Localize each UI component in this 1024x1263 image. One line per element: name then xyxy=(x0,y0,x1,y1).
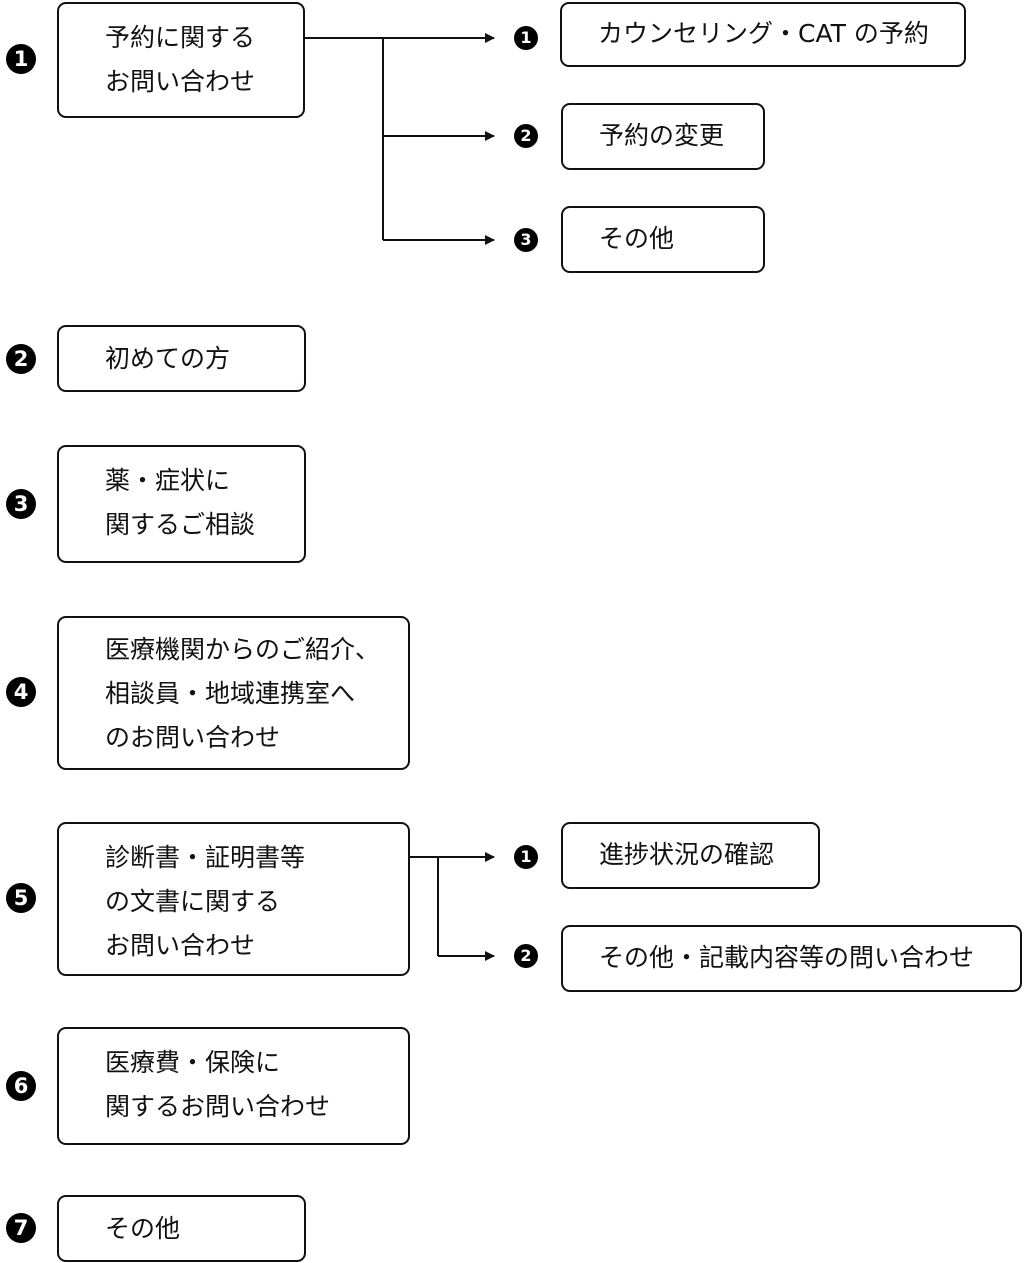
sub-number-badge: 3 xyxy=(514,228,538,252)
sub-box-other[interactable]: その他 xyxy=(561,206,765,273)
sub-number-badge: 1 xyxy=(514,26,538,50)
category-box-reservation[interactable]: 予約に関する お問い合わせ xyxy=(57,2,305,118)
box-label-line: 予約に関する xyxy=(105,23,256,52)
number-badge: 3 xyxy=(6,489,36,519)
number-badge: 7 xyxy=(6,1213,36,1243)
box-label-line: 医療費・保険に xyxy=(105,1048,281,1077)
category-box-documents[interactable]: 診断書・証明書等 の文書に関する お問い合わせ xyxy=(57,822,410,976)
sub-box-label: その他・記載内容等の問い合わせ xyxy=(599,943,975,972)
category-box-referral[interactable]: 医療機関からのご紹介、 相談員・地域連携室へ のお問い合わせ xyxy=(57,616,410,770)
sub-number-badge: 2 xyxy=(514,944,538,968)
box-label-line: 関するお問い合わせ xyxy=(105,1092,331,1121)
sub-box-counseling-cat[interactable]: カウンセリング・CAT の予約 xyxy=(560,2,966,67)
number-badge: 5 xyxy=(6,883,36,913)
sub-box-label: カウンセリング・CAT の予約 xyxy=(598,19,929,48)
number-badge: 2 xyxy=(6,344,36,374)
category-box-medical-fees[interactable]: 医療費・保険に 関するお問い合わせ xyxy=(57,1027,410,1145)
box-label-line: 相談員・地域連携室へ xyxy=(105,679,356,708)
sub-box-other-content[interactable]: その他・記載内容等の問い合わせ xyxy=(561,925,1022,992)
box-label-line: 薬・症状に xyxy=(105,466,231,495)
sub-box-label: 進捗状況の確認 xyxy=(599,840,775,869)
sub-box-label: その他 xyxy=(599,224,675,253)
box-label-line: の文書に関する xyxy=(105,887,281,916)
number-badge: 4 xyxy=(6,677,36,707)
number-badge: 1 xyxy=(6,44,36,74)
category-box-first-visit[interactable]: 初めての方 xyxy=(57,325,306,392)
sub-box-label: 予約の変更 xyxy=(599,121,725,150)
box-label-line: お問い合わせ xyxy=(105,931,256,960)
sub-box-progress-check[interactable]: 進捗状況の確認 xyxy=(561,822,820,889)
box-label-line: のお問い合わせ xyxy=(105,723,281,752)
box-label-line: その他 xyxy=(105,1214,181,1243)
box-label-line: 診断書・証明書等 xyxy=(105,843,306,872)
sub-number-badge: 2 xyxy=(514,124,538,148)
box-label-line: 医療機関からのご紹介、 xyxy=(105,635,381,664)
category-box-medication-symptoms[interactable]: 薬・症状に 関するご相談 xyxy=(57,445,306,563)
category-box-other[interactable]: その他 xyxy=(57,1195,306,1262)
box-label-line: お問い合わせ xyxy=(105,67,256,96)
box-label-line: 関するご相談 xyxy=(105,510,256,539)
sub-number-badge: 1 xyxy=(514,845,538,869)
sub-box-change-reservation[interactable]: 予約の変更 xyxy=(561,103,765,170)
number-badge: 6 xyxy=(6,1071,36,1101)
box-label-line: 初めての方 xyxy=(105,344,231,373)
